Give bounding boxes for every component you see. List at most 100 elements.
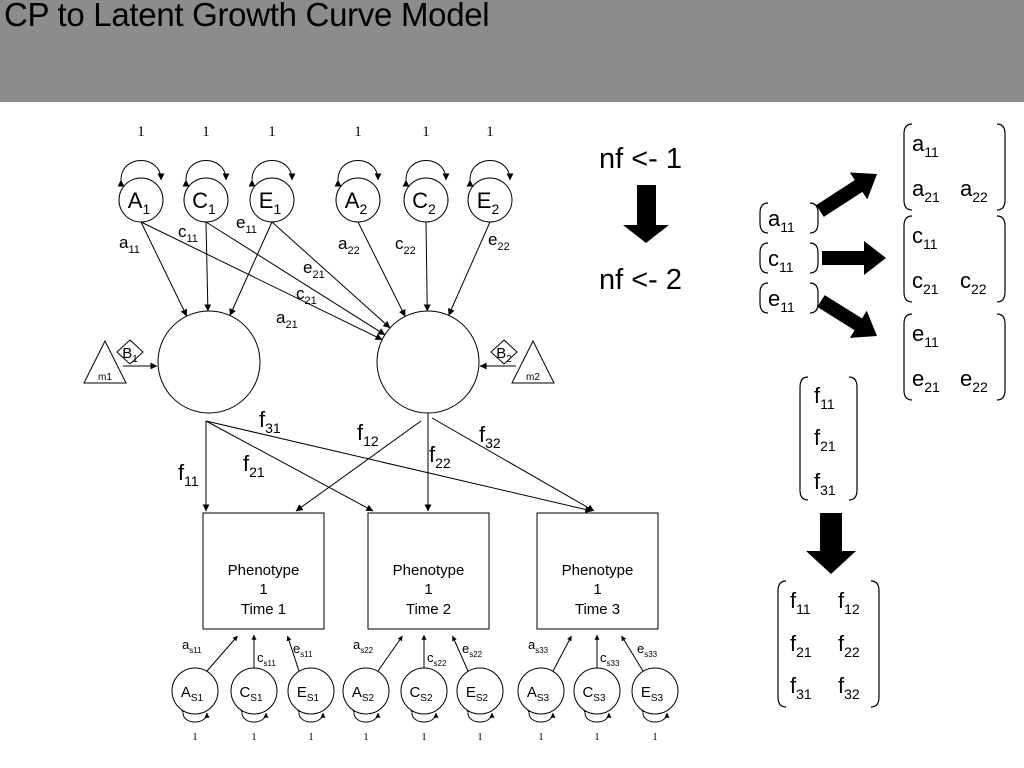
loading-label-f22-base: f	[429, 442, 436, 467]
factor-path-9	[448, 221, 491, 316]
phenotype-number-1: 1	[259, 581, 267, 598]
variance-loop-bottom-6	[465, 708, 495, 723]
slide-title: CP to Latent Growth Curve Model	[4, 0, 490, 33]
e-matrix-r2c2: e22	[960, 366, 988, 395]
specific-label-e-3-sub: s33	[644, 650, 657, 659]
specific-factor-3	[287, 667, 335, 715]
variance-loop-bottom-1	[180, 708, 210, 723]
specific-factor-4	[342, 667, 390, 715]
small-vector-c11-base: c	[768, 246, 779, 271]
specific-factor-6	[456, 667, 504, 715]
a-matrix-r1c1: a11	[912, 131, 939, 160]
loading-path-f31	[205, 420, 593, 513]
factor-path-1	[140, 221, 188, 317]
path-label-e22-base: e	[488, 230, 497, 249]
f-matrix-r3c2-sub: 32	[844, 686, 860, 702]
specific-label-c-3-base: c	[600, 650, 607, 665]
specific-factor-label-7-sub: S3	[537, 693, 550, 704]
f-matrix-r3c1-base: f	[790, 673, 797, 698]
path-label-c11-sub: 11	[187, 233, 198, 245]
a-matrix-r2c2: a22	[960, 176, 988, 205]
specific-factor-1	[171, 667, 219, 715]
factor-path-3	[229, 221, 273, 316]
loading-label-f31-base: f	[259, 407, 266, 432]
small-vector-c11-sub: 11	[779, 259, 794, 275]
small-vector-e11-sub: 11	[780, 299, 795, 315]
factor-path-7	[357, 221, 406, 317]
c-matrix-r1c1-base: c	[912, 223, 923, 248]
path-label-e11-sub: 11	[245, 224, 256, 236]
down-arrow-f	[806, 513, 856, 574]
f-matrix-r3c1: f31	[790, 673, 812, 702]
f-matrix-r1c2-base: f	[838, 588, 845, 613]
arrow-to-c-matrix	[822, 241, 886, 275]
a-matrix-r2c1-base: a	[912, 176, 925, 201]
specific-label-c-2-base: c	[427, 650, 434, 665]
variance-label-top-6: 1	[486, 124, 494, 140]
phenotype-number-3: 1	[593, 581, 601, 598]
f-matrix-r2c1: f21	[790, 631, 812, 660]
path-label-a21-base: a	[276, 308, 286, 327]
mean-triangle-1	[83, 339, 127, 384]
mean-triangle-2	[511, 339, 555, 384]
f-vector-2-sub: 21	[820, 438, 836, 454]
c-matrix-r2c1-sub: 21	[923, 281, 939, 297]
path-label-a21-sub: 21	[285, 319, 297, 331]
f-matrix-r2c1-base: f	[790, 631, 797, 656]
variance-label-bottom-9: 1	[652, 731, 658, 743]
common-factor-label-6-base: E	[477, 188, 492, 213]
c-matrix-bracket-left	[903, 215, 913, 303]
factor-path-6	[271, 221, 391, 329]
variance-label-top-3: 1	[268, 124, 276, 140]
variance-loop-bottom-7	[526, 708, 556, 723]
phenotype-name-2: Phenotype	[393, 562, 465, 579]
variance-loop-bottom-3	[296, 708, 326, 723]
loading-label-f12-sub: 12	[363, 433, 379, 449]
f-matrix-r2c2: f22	[838, 631, 860, 660]
specific-factor-2	[230, 667, 278, 715]
phenotype-box-2	[367, 512, 490, 630]
specific-label-e-2-sub: s22	[469, 650, 482, 659]
mean-b-label-1: B1	[122, 345, 138, 365]
e-matrix-bracket-left	[903, 313, 913, 401]
mean-label-2: m2	[526, 372, 540, 383]
specific-factor-8	[573, 667, 621, 715]
common-factor-label-1-base: A	[128, 188, 143, 213]
specific-path-e-2	[452, 635, 469, 672]
path-label-c22: c22	[395, 234, 416, 257]
common-factor-label-5-base: C	[412, 188, 428, 213]
loading-label-f11-sub: 11	[184, 473, 199, 489]
a-matrix-r2c1-sub: 21	[924, 189, 940, 205]
specific-factor-label-9-sub: S3	[651, 693, 664, 704]
path-label-e21-sub: 21	[312, 269, 324, 281]
common-factor-label-6: E2	[477, 188, 500, 217]
mean-b-label-1-base: B	[122, 345, 132, 362]
variance-label-bottom-7: 1	[538, 731, 544, 743]
common-factor-label-6-sub: 2	[491, 201, 499, 217]
specific-factor-label-5-base: C	[409, 684, 420, 701]
common-factor-4	[335, 177, 381, 223]
specific-factor-label-7-base: A	[527, 684, 537, 701]
loading-label-f32: f32	[479, 422, 501, 451]
f-vector-2-base: f	[814, 425, 821, 450]
specific-factor-9	[631, 667, 679, 715]
a-matrix-r2c2-base: a	[960, 176, 973, 201]
f-matrix-r3c1-sub: 31	[796, 686, 812, 702]
e-matrix-r1c1-sub: 11	[924, 334, 939, 350]
small-vector-a11-sub: 11	[780, 219, 795, 235]
common-factor-label-2: C1	[192, 188, 216, 217]
common-factor-label-5: C2	[412, 188, 436, 217]
f-vector-3-base: f	[814, 469, 821, 494]
loading-label-f21: f21	[243, 451, 265, 480]
specific-label-a-2-sub: s22	[360, 646, 373, 655]
f-vector-1: f11	[814, 383, 835, 412]
c-matrix-r2c1-base: c	[912, 268, 923, 293]
variance-loop-top-6	[466, 160, 514, 187]
small-vector-c11: c11	[768, 246, 794, 275]
specific-factor-label-7: AS3	[527, 684, 550, 704]
variance-loop-top-4	[334, 160, 382, 187]
specific-path-e-3	[621, 635, 644, 672]
mean-b-label-2-sub: 2	[506, 354, 512, 365]
specific-factor-label-8-base: C	[582, 684, 593, 701]
common-factor-1	[118, 177, 164, 223]
